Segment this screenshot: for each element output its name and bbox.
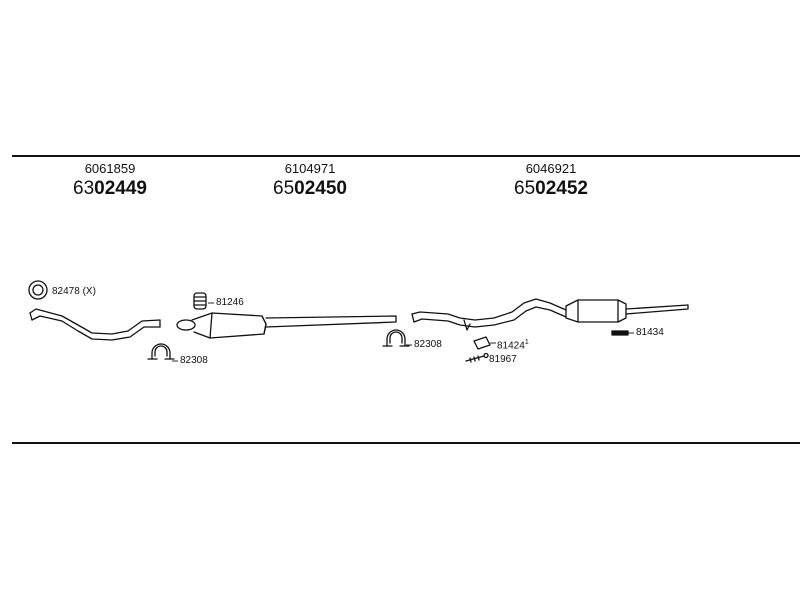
- gasket-label: 82478 (X): [52, 286, 96, 297]
- gasket-ring-icon: [28, 280, 48, 300]
- rear-silencer-icon: [565, 299, 689, 323]
- clamp-2-label: 82308: [414, 339, 442, 350]
- bolt-icon: [465, 352, 489, 363]
- middle-silencer-icon: [176, 312, 397, 339]
- clamp-1-icon: [147, 343, 175, 360]
- front-pipe-ref: 6061859 6302449: [40, 161, 180, 200]
- front-pipe-oe-number: 6061859: [84, 161, 136, 176]
- rubber-ring-icon: [193, 292, 207, 310]
- front-pipe-icon: [29, 308, 161, 341]
- top-rule: [12, 155, 800, 157]
- middle-silencer-part-number: 6502450: [273, 178, 347, 199]
- hanger-label: 814241: [497, 339, 529, 352]
- rubber-ring-label: 81246: [216, 297, 244, 308]
- middle-silencer-ref: 6104971 6502450: [240, 161, 380, 200]
- rear-pipe-icon: [411, 298, 567, 331]
- bolt-label: 81967: [489, 354, 517, 365]
- bottom-rule: [12, 442, 800, 444]
- rear-silencer-part-number: 6502452: [514, 178, 588, 199]
- hanger-icon: [473, 336, 491, 350]
- clamp-2-icon: [382, 329, 410, 347]
- tail-bracket-label: 81434: [636, 327, 664, 338]
- clamp-1-label: 82308: [180, 355, 208, 366]
- front-pipe-part-number: 6302449: [73, 178, 147, 199]
- middle-silencer-oe-number: 6104971: [284, 161, 336, 176]
- rear-silencer-oe-number: 6046921: [525, 161, 577, 176]
- rear-silencer-ref: 6046921 6502452: [481, 161, 621, 200]
- tail-bracket-icon: [611, 330, 629, 336]
